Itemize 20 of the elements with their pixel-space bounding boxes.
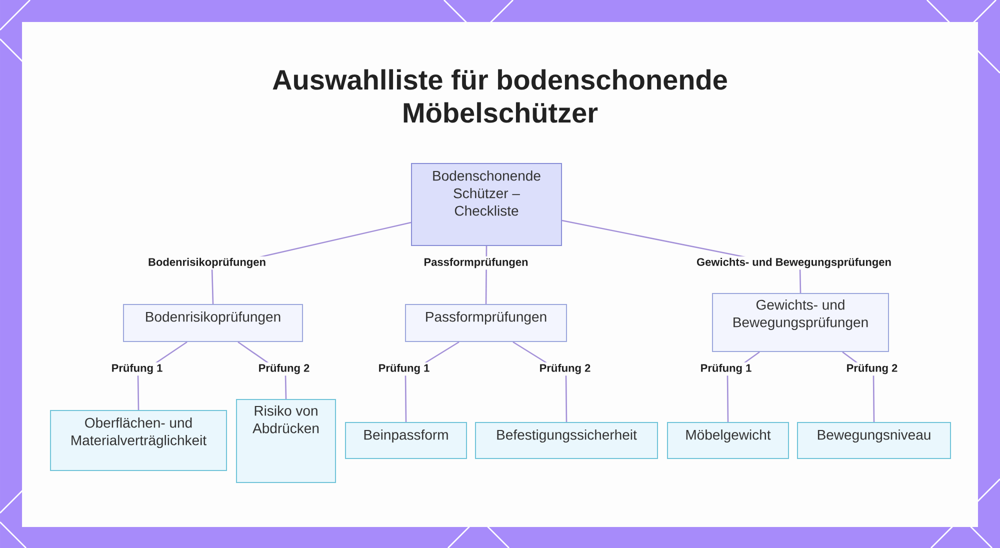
category-box: Gewichts- und Bewegungsprüfungen	[712, 293, 889, 352]
edge-label: Prüfung 2	[256, 362, 312, 376]
edge-label: Passformprüfungen	[422, 256, 530, 270]
leaf-box: Befestigungssicherheit	[475, 422, 658, 459]
edge-label: Prüfung 2	[844, 362, 900, 376]
edge-label: Prüfung 1	[110, 362, 164, 376]
leaf-box: Möbelgewicht	[667, 422, 789, 459]
category-box: Passformprüfungen	[405, 304, 567, 342]
edge-label: Prüfung 1	[376, 362, 432, 376]
category-box: Bodenrisikoprüfungen	[123, 304, 303, 342]
edge-label: Bodenrisikoprüfungen	[146, 256, 268, 270]
leaf-box: Risiko von Abdrücken	[236, 399, 336, 483]
title: Auswahlliste für bodenschonende Möbelschützer	[272, 69, 727, 123]
edge-label: Prüfung 1	[698, 362, 754, 376]
leaf-box: Bewegungsniveau	[797, 422, 951, 459]
root-box: Bodenschonende Schützer – Checkliste	[411, 163, 562, 246]
edge-label: Gewichts- und Bewegungsprüfungen	[695, 256, 893, 270]
edge-label: Prüfung 2	[538, 362, 592, 376]
leaf-box: Beinpassform	[345, 422, 467, 459]
leaf-box: Oberflächen- und Materialverträglichkeit	[50, 410, 227, 471]
